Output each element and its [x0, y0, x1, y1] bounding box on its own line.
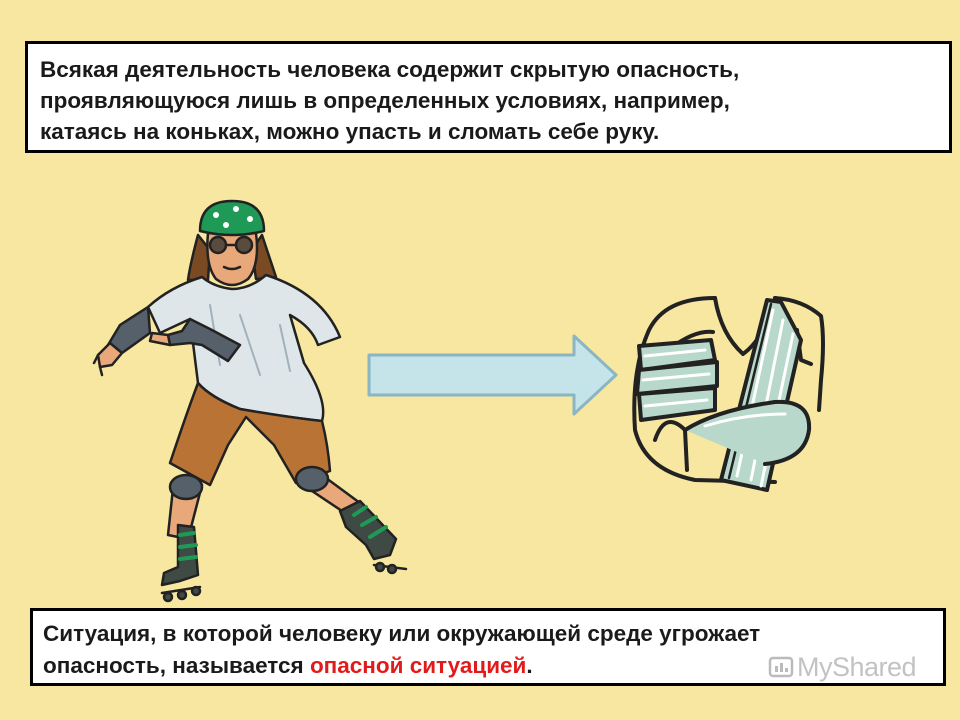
definition-period: .	[526, 653, 533, 678]
highlighted-term: опасной ситуацией	[309, 653, 527, 678]
definition-box: Ситуация, в которой человеку или окружаю…	[30, 608, 946, 686]
statement-line: проявляющуюся лишь в определенных услови…	[40, 88, 730, 113]
broken-arm-cast-illustration	[632, 296, 825, 492]
definition-line: Ситуация, в которой человеку или окружаю…	[43, 621, 761, 646]
definition-line: опасность, называется опасной ситуацией.	[43, 650, 933, 682]
watermark-text: MyShared	[797, 652, 917, 682]
skater-illustration	[92, 199, 408, 603]
statement-line: катаясь на коньках, можно упасть и слома…	[40, 119, 660, 144]
statement-box: Всякая деятельность человека содержит ск…	[25, 41, 952, 153]
myshared-logo-icon	[768, 656, 794, 678]
watermark: MyShared	[768, 652, 917, 683]
arrow-right-icon	[367, 334, 618, 416]
definition-text: опасность, называется	[43, 653, 310, 678]
statement-line: Всякая деятельность человека содержит ск…	[40, 57, 740, 82]
